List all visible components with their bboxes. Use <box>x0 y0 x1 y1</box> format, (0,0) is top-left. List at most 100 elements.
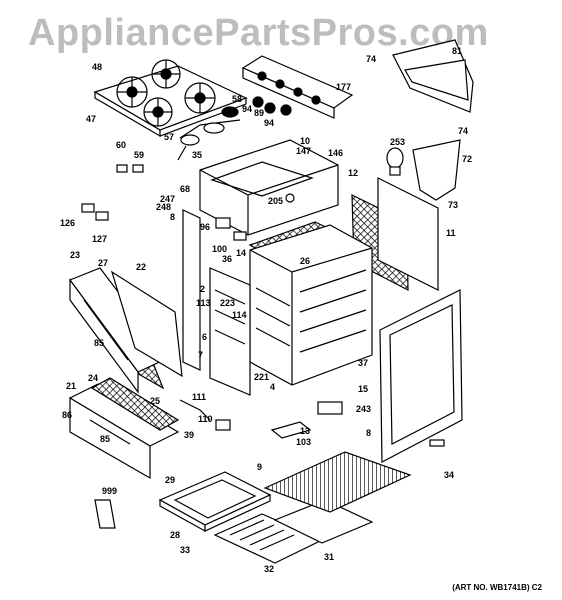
callout-label: 34 <box>444 470 455 480</box>
callout-label: 13 <box>300 426 311 436</box>
oven-door <box>69 267 183 394</box>
callout-label: 243 <box>356 404 372 414</box>
callout-label: 7 <box>198 350 204 360</box>
art-number: (ART NO. WB1741B) C2 <box>452 583 542 592</box>
callout-label: 23 <box>70 250 81 260</box>
knobs <box>252 96 292 116</box>
callout-label: 14 <box>236 248 247 258</box>
rear-panel <box>377 177 439 291</box>
callout-label: 248 <box>156 202 172 212</box>
callout-label: 177 <box>336 82 352 92</box>
callout-label: 85 <box>100 434 111 444</box>
part-100 <box>233 231 247 241</box>
broiler-pan <box>213 499 374 564</box>
callout-label: 60 <box>116 140 127 150</box>
callout-label: 28 <box>170 530 181 540</box>
callout-label: 94 <box>264 118 275 128</box>
side-panel-inner <box>389 304 455 445</box>
callout-label: 86 <box>62 410 73 420</box>
callout-label: 147 <box>296 146 312 156</box>
callout-label: 111 <box>192 392 207 402</box>
callout-label: 103 <box>296 437 312 447</box>
callout-label: 26 <box>300 256 311 266</box>
callout-label: 58 <box>232 94 243 104</box>
watermark: AppliancePartsPros.com <box>28 12 489 54</box>
callout-label: 35 <box>192 150 203 160</box>
callout-label: 11 <box>446 228 456 238</box>
callout-label: 33 <box>180 545 191 555</box>
part-59 <box>132 164 144 173</box>
callout-label: 32 <box>264 564 275 574</box>
callout-label: 114 <box>232 310 247 320</box>
callout-label: 47 <box>86 114 97 124</box>
drawer-front <box>68 377 180 480</box>
part-96 <box>215 217 231 229</box>
callout-label: 96 <box>200 222 211 232</box>
callout-label: 89 <box>254 108 265 118</box>
callout-label: 100 <box>212 244 228 254</box>
part-60 <box>116 164 128 173</box>
callout-label: 6 <box>202 332 208 342</box>
burner-box <box>199 139 339 236</box>
callout-label: 223 <box>220 298 236 308</box>
callout-label: 110 <box>198 414 213 424</box>
part-127 <box>95 211 109 221</box>
bracket-13 <box>270 421 312 439</box>
callout-label: 10 <box>300 136 311 146</box>
callout-label: 57 <box>164 132 175 142</box>
oven-cavity <box>249 224 373 386</box>
callout-label: 68 <box>180 184 191 194</box>
burner-parts <box>177 106 241 161</box>
callout-label: 31 <box>324 552 335 562</box>
callout-label: 9 <box>257 462 263 472</box>
callout-label: 85 <box>94 338 105 348</box>
callout-label: 15 <box>358 384 369 394</box>
callout-label: 37 <box>358 358 369 368</box>
callout-label: 36 <box>222 254 233 264</box>
part-243 <box>317 401 343 415</box>
cooktop-grates <box>93 59 248 138</box>
part-111 <box>179 399 211 421</box>
callout-label: 74 <box>366 54 377 64</box>
callout-label: 24 <box>88 373 99 383</box>
callout-label: 999 <box>102 486 118 496</box>
callout-label: 12 <box>348 168 359 178</box>
callout-label: 146 <box>328 148 344 158</box>
callout-label: 205 <box>268 196 284 206</box>
callout-label: 59 <box>134 150 145 160</box>
oven-rack <box>263 451 412 513</box>
part-126 <box>81 203 95 213</box>
callout-label: 4 <box>270 382 276 392</box>
callout-label: 39 <box>184 430 195 440</box>
callout-label: 8 <box>366 428 372 438</box>
callout-label: 25 <box>150 396 161 406</box>
callout-label: 22 <box>136 262 147 272</box>
part-34 <box>429 439 445 447</box>
callout-label: 21 <box>66 381 77 391</box>
callout-label: 29 <box>165 475 176 485</box>
left-frame <box>209 267 251 396</box>
callout-label: 247 <box>160 194 176 204</box>
callout-label: 73 <box>448 200 459 210</box>
callout-label: 94 <box>242 104 253 114</box>
side-panel-left <box>182 209 201 371</box>
callout-label: 113 <box>196 298 211 308</box>
callout-label: 81 <box>452 46 463 56</box>
backguard <box>392 39 474 113</box>
light-assembly <box>386 139 461 201</box>
callout-label: 2 <box>200 284 206 294</box>
callout-label: 8 <box>170 212 176 222</box>
callout-label: 27 <box>98 258 109 268</box>
callout-label: 72 <box>462 154 473 164</box>
callout-label: 127 <box>92 234 108 244</box>
callout-label: 221 <box>254 372 270 382</box>
drawer-pan <box>158 471 272 533</box>
control-panel <box>241 55 354 119</box>
part-999 <box>94 499 116 529</box>
callout-label: 126 <box>60 218 76 228</box>
part-110 <box>215 419 231 431</box>
callout-label: 48 <box>92 62 103 72</box>
callout-label: 253 <box>390 137 406 147</box>
